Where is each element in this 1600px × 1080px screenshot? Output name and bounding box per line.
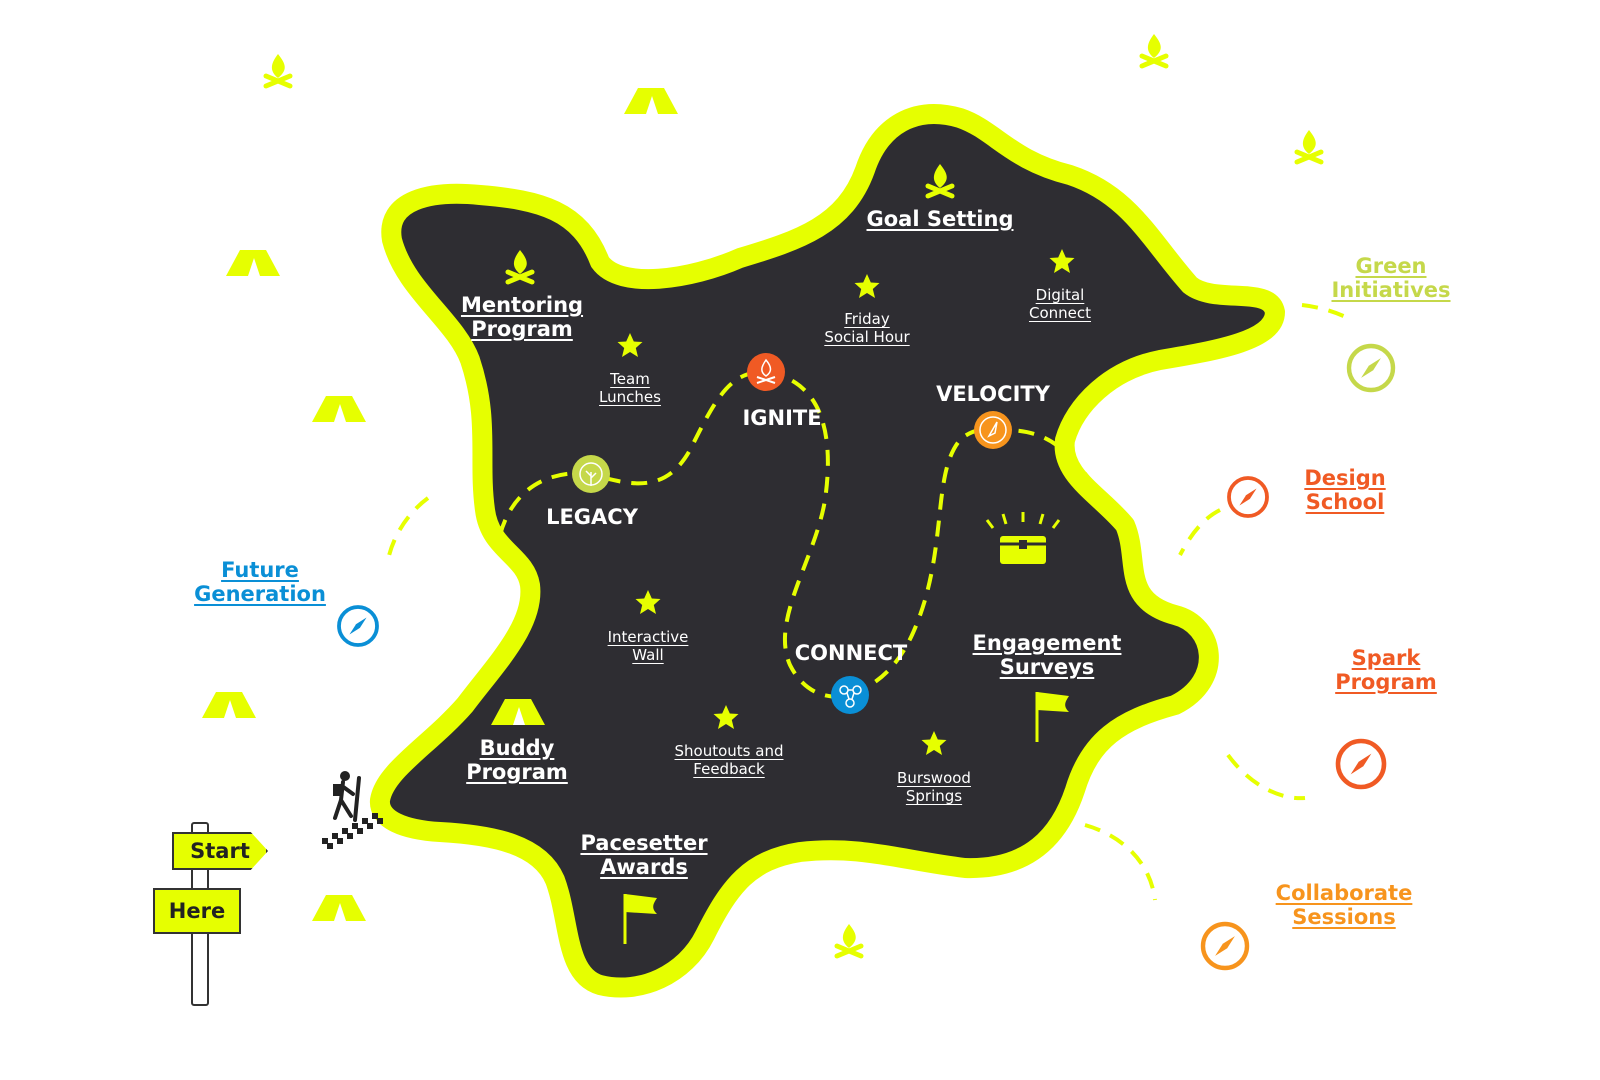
star-icon — [854, 274, 880, 298]
signpost-here: Here — [153, 888, 241, 934]
label-line: Spark — [1351, 646, 1421, 670]
star-icon — [1049, 249, 1075, 273]
star-icon — [921, 731, 947, 755]
compass-icon — [1227, 476, 1269, 518]
label-line: Program — [471, 317, 573, 342]
label-line: Awards — [600, 855, 688, 880]
velocity-compass-icon — [974, 411, 1012, 449]
label-line: Lunches — [599, 388, 661, 406]
label-line: Mentoring — [460, 293, 584, 317]
tent-icon — [491, 699, 545, 725]
label-line: Wall — [632, 646, 664, 664]
tent-icon — [226, 250, 280, 276]
label-line: Friday — [844, 310, 890, 328]
campfire-icon — [263, 54, 293, 89]
label-line: Initiatives — [1331, 278, 1451, 303]
label-line: Digital — [1035, 286, 1085, 304]
campfire-icon — [834, 924, 864, 959]
label-line: Interactive — [607, 628, 689, 646]
flag-icon — [1035, 692, 1069, 742]
compass-icon — [1200, 921, 1250, 971]
star-icon — [635, 590, 661, 614]
legacy-globe-icon — [572, 455, 610, 493]
campfire-icon — [1139, 34, 1169, 69]
flag-icon — [623, 894, 657, 944]
compass-icon — [1346, 343, 1396, 393]
label-line: Surveys — [999, 655, 1095, 680]
label-line: Sessions — [1292, 905, 1396, 930]
label-line: Springs — [905, 787, 963, 805]
label-line: Shoutouts and — [674, 742, 784, 760]
treasure-chest-icon — [985, 512, 1061, 564]
signpost-start: Start — [172, 832, 268, 870]
program-goal-setting[interactable]: Goal Setting — [866, 207, 1014, 231]
hiker-icon — [333, 771, 361, 822]
campfire-icon — [505, 250, 535, 285]
label-line: School — [1305, 490, 1385, 515]
label-line: Program — [1335, 670, 1437, 695]
stage-connect: CONNECT — [794, 641, 908, 665]
label-line: Burswood — [897, 769, 971, 787]
connect-network-icon — [831, 676, 869, 714]
label-line: Design — [1304, 466, 1386, 490]
label-line: Program — [466, 760, 568, 785]
trail-future — [386, 496, 430, 561]
label-line: Engagement — [972, 631, 1122, 655]
label-line: Team — [610, 370, 650, 388]
tent-icon — [312, 396, 366, 422]
stage-velocity: VELOCITY — [936, 382, 1050, 406]
stage-ignite: IGNITE — [742, 406, 822, 430]
tent-icon — [312, 895, 366, 921]
trail-design — [1178, 508, 1221, 556]
tent-icon — [624, 88, 678, 114]
checkered-start-icon — [322, 813, 383, 849]
ignite-campfire-icon — [747, 353, 785, 391]
label-line: Connect — [1028, 304, 1092, 322]
label-line: Pacesetter — [580, 831, 708, 855]
label-line: Generation — [194, 582, 326, 607]
campfire-icon — [925, 164, 955, 199]
star-icon — [713, 705, 739, 729]
compass-icon — [1335, 738, 1387, 790]
label-line: Collaborate — [1275, 881, 1413, 905]
trail-collaborate — [1084, 823, 1157, 901]
label-line: Social Hour — [824, 328, 910, 346]
island-outline — [370, 104, 1285, 998]
journey-path — [498, 369, 1092, 699]
label-line: Buddy — [479, 736, 555, 760]
label-line: Feedback — [693, 760, 765, 778]
label-line: Future — [221, 558, 299, 582]
label-line: Green — [1355, 254, 1427, 278]
star-icon — [617, 333, 643, 357]
trail-green — [1301, 303, 1349, 320]
stage-legacy: LEGACY — [546, 505, 638, 529]
compass-icon — [337, 605, 379, 647]
trail-spark — [1226, 753, 1306, 801]
tent-icon — [202, 692, 256, 718]
campfire-icon — [1294, 130, 1324, 165]
